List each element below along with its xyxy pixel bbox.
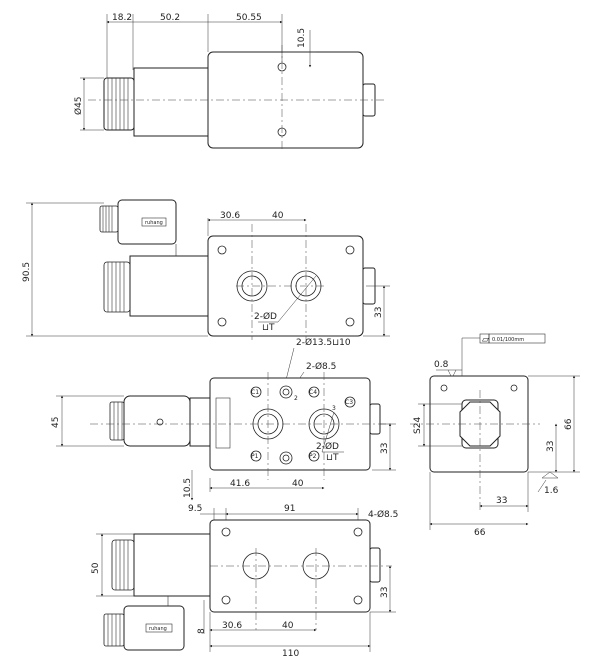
dim-10-5b: 10.5: [183, 478, 193, 498]
solenoid-body: [133, 67, 209, 137]
port-p2: P2: [309, 453, 317, 460]
dim-10-5: 10.5: [297, 28, 307, 48]
dim-33-v: 33: [546, 441, 556, 452]
bore-callout-b: 2-ØD: [316, 441, 339, 452]
port-c4: C4: [309, 389, 317, 396]
coil-nut: [103, 77, 135, 131]
dim-66-h: 66: [474, 528, 486, 538]
dim-50-2: 50.2: [160, 13, 180, 23]
dim-90-5: 90.5: [22, 262, 32, 282]
svg-text:▱: ▱: [482, 335, 489, 345]
flatness-value: 0.01/100mm: [492, 337, 524, 343]
dim-66-v: 66: [564, 418, 574, 430]
port-mark-2: 2: [294, 395, 298, 402]
callout-8-5: 2-Ø8.5: [306, 361, 336, 372]
dim-41-6: 41.6: [230, 479, 250, 489]
dim-50: 50: [91, 562, 101, 574]
top-view: 18.2 50.2 50.55 10.5 Ø45: [73, 13, 385, 150]
dim-50-55: 50.55: [236, 13, 262, 23]
port-c1: C1: [251, 389, 259, 396]
dim-8: 8: [197, 628, 207, 634]
dim-9-5: 9.5: [188, 504, 202, 514]
bottom-view: 9.5 91 4-Ø8.5 ruhang 50 33: [91, 504, 398, 659]
dim-30-6b: 30.6: [222, 621, 242, 631]
section-view: 2-Ø13.5⊔10 2-Ø8.5 C1 C4 C3 P1 P2 2 3: [51, 337, 396, 501]
dim-40: 40: [272, 211, 284, 221]
dim-dia-45: Ø45: [73, 96, 84, 115]
connector-bottom: [123, 605, 185, 651]
side-view: ▱ 0.01/100mm 0.8 S24 66 33 33 66 1.6: [410, 333, 580, 538]
roughness-top: 0.8: [434, 360, 449, 370]
dim-40b: 40: [292, 479, 304, 489]
dim-45: 45: [51, 417, 61, 428]
port-c3: C3: [345, 399, 353, 406]
connector-plug: [117, 199, 177, 245]
dim-33b: 33: [380, 443, 390, 454]
bore-callout: 2-ØD: [254, 311, 277, 322]
dim-33: 33: [374, 307, 384, 318]
dim-33c: 33: [380, 587, 390, 598]
callout-13-5: 2-Ø13.5⊔10: [296, 337, 351, 348]
dim-40c: 40: [282, 621, 294, 631]
dim-91: 91: [284, 504, 295, 514]
front-view: ruhang 30.6 40 90.5 33 2-ØD ⊔T: [22, 199, 390, 340]
dim-s24: S24: [413, 417, 423, 434]
dim-30-6: 30.6: [220, 211, 240, 221]
nameplate-text-b: ruhang: [149, 626, 167, 632]
bore-callout-sub: ⊔T: [262, 323, 275, 333]
roughness-bottom: 1.6: [544, 486, 559, 496]
dim-33-h: 33: [496, 496, 507, 506]
dim-4-dia-8-5: 4-Ø8.5: [368, 509, 398, 520]
dim-110: 110: [282, 649, 299, 659]
bore-callout-b-sub: ⊔T: [326, 453, 339, 463]
dim-18-2: 18.2: [112, 13, 132, 23]
port-mark-3: 3: [332, 405, 336, 412]
nameplate-text: ruhang: [145, 220, 163, 226]
port-p1: P1: [251, 453, 259, 460]
